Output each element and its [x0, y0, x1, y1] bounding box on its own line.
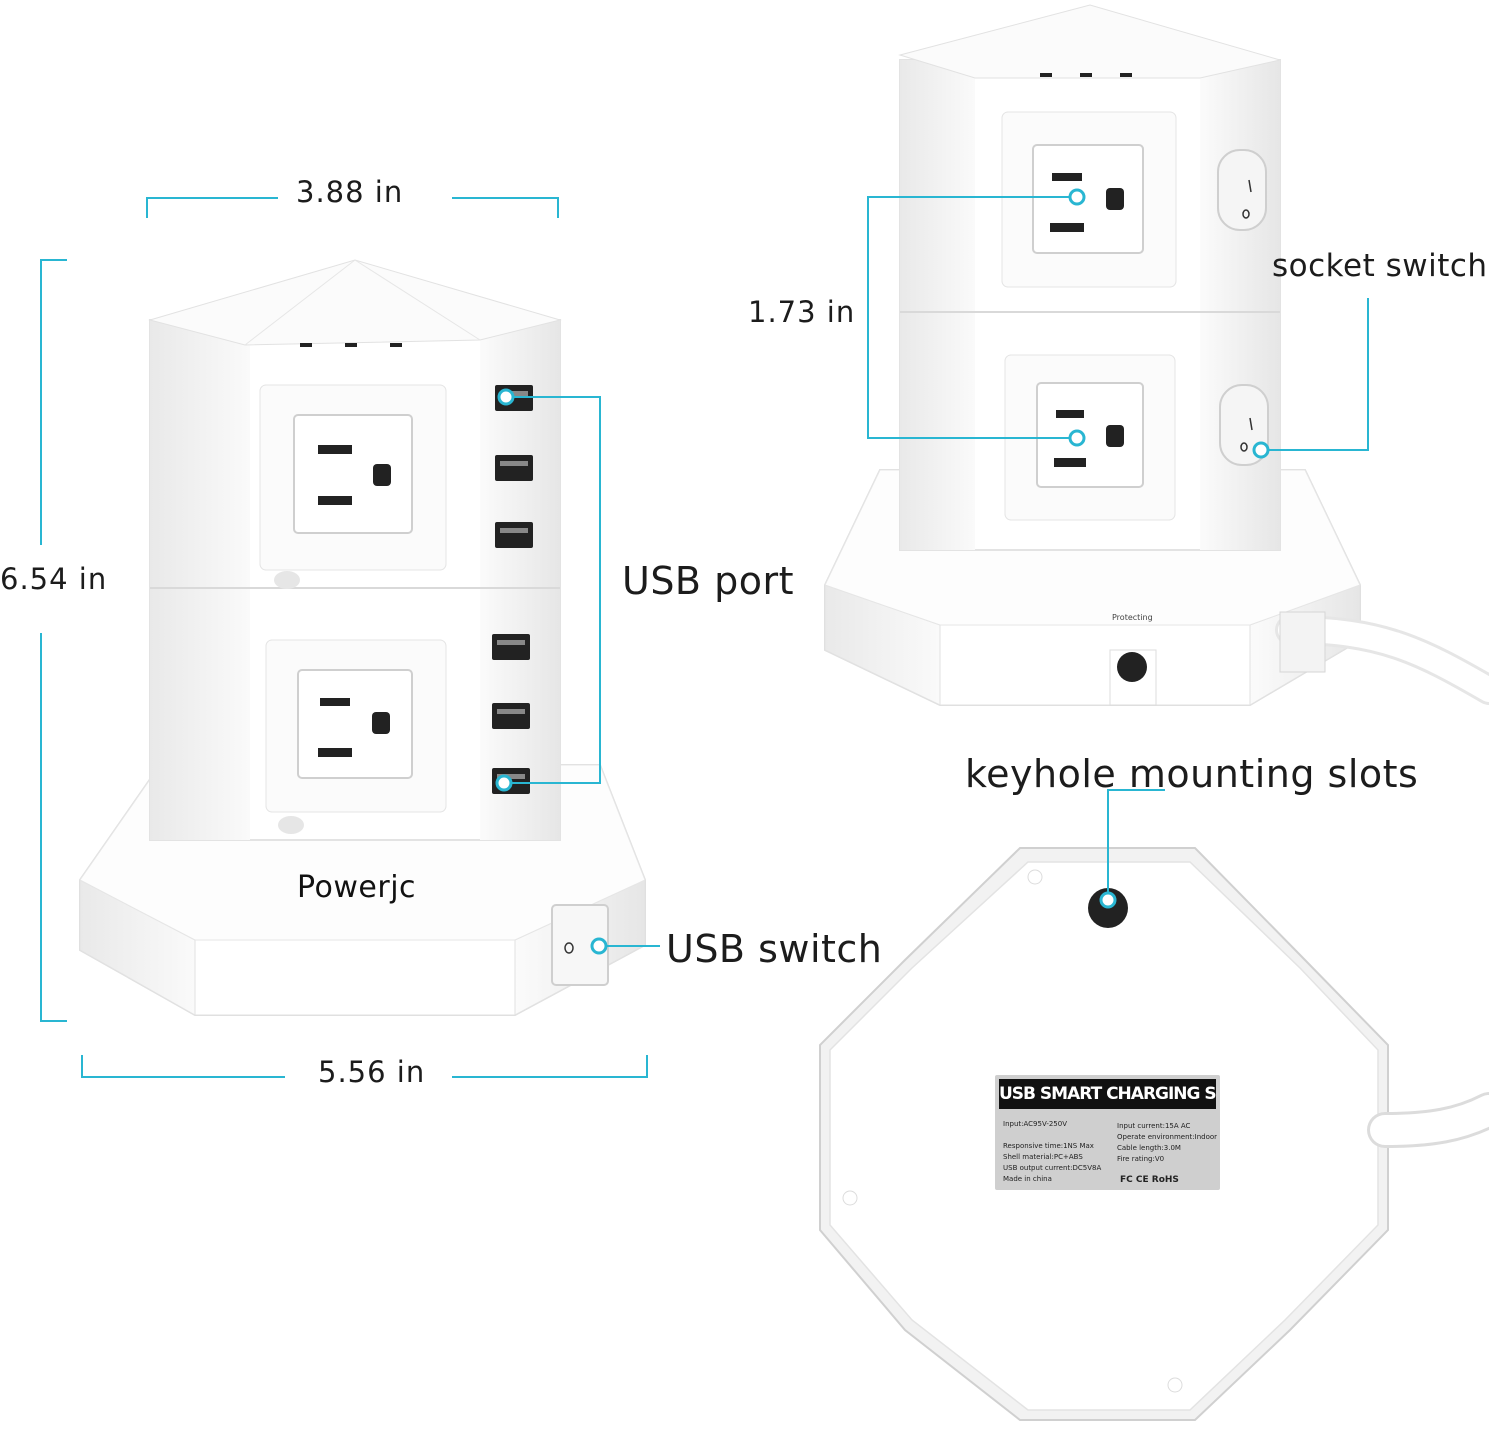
- callout-dots-left: [495, 388, 608, 955]
- certification-marks: FC CE RoHS: [1120, 1175, 1179, 1185]
- spec-right-1: Operate environment:Indoor: [1117, 1133, 1218, 1141]
- dimension-lines-left: [40, 197, 648, 1078]
- width-base-label: 5.56 in: [318, 1055, 426, 1089]
- spec-left-0: Input:AC95V-250V: [1003, 1120, 1067, 1128]
- callout-lines-left: [506, 396, 660, 947]
- spec-left-4: Made in china: [1003, 1175, 1052, 1183]
- width-top-label: 3.88 in: [296, 175, 404, 209]
- callout-lines-right: [867, 196, 1369, 451]
- usb-switch-label: USB switch: [666, 927, 883, 971]
- spec-right-2: Cable length:3.0M: [1117, 1144, 1181, 1152]
- keyhole-label: keyhole mounting slots: [965, 752, 1419, 796]
- usb-port-label: USB port: [622, 559, 794, 603]
- height-label: 6.54 in: [0, 562, 108, 596]
- brand-logo: Powerjc: [297, 870, 417, 905]
- spec-right-3: Fire rating:V0: [1117, 1155, 1165, 1163]
- socket-switch-label: socket switch: [1272, 248, 1488, 284]
- spec-right-0: Input current:15A AC: [1117, 1122, 1191, 1130]
- spec-left-3: USB output current:DC5V8A: [1003, 1164, 1102, 1172]
- socket-spacing-label: 1.73 in: [748, 295, 856, 329]
- spec-left-2: Shell material:PC+ABS: [1003, 1153, 1083, 1161]
- right-tower: [824, 4, 1489, 706]
- callout-line-keyhole: [1107, 789, 1165, 900]
- protecting-indicator-label: Protecting: [1112, 613, 1153, 622]
- spec-sticker: USB SMART CHARGING SOCKET Input:AC95V-25…: [995, 1075, 1220, 1190]
- spec-left-1: Responsive time:1NS Max: [1003, 1142, 1094, 1150]
- left-tower: [79, 259, 646, 1016]
- spec-sticker-title: USB SMART CHARGING SOCKET: [999, 1079, 1216, 1109]
